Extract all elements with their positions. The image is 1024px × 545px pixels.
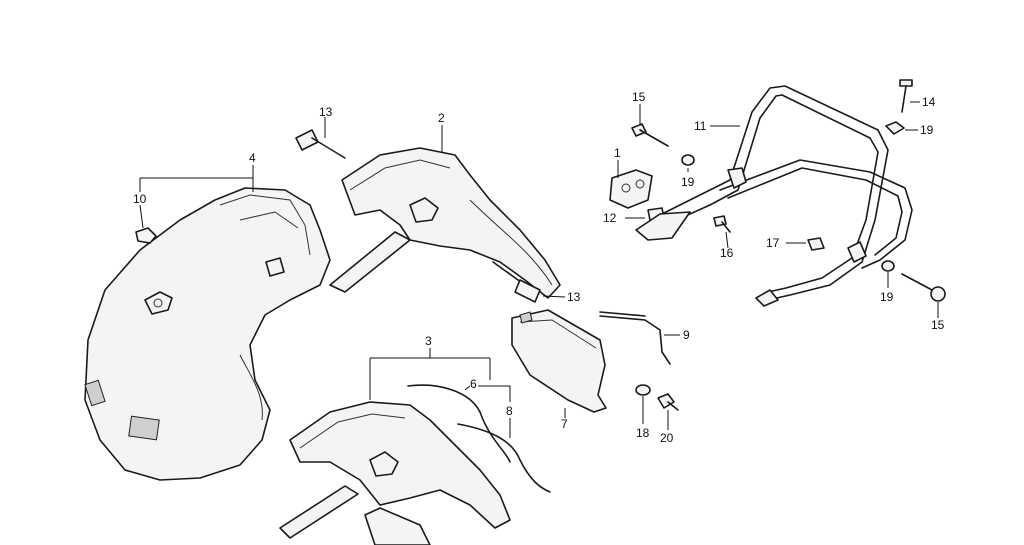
callout-4: 4: [249, 151, 256, 165]
bolt-part-16: [713, 215, 731, 233]
fender-section-part-2: [329, 147, 561, 299]
callout-15-upper: 15: [632, 90, 646, 104]
callout-6: 6: [470, 377, 477, 391]
rear-fender-part-4: [84, 187, 331, 481]
bolt-part-15-upper: [631, 123, 669, 147]
bolt-part-20: [657, 393, 679, 411]
callout-9: 9: [683, 328, 690, 342]
callout-16: 16: [720, 246, 734, 260]
leader-lines: [139, 101, 939, 438]
callout-1: 1: [614, 146, 621, 160]
mud-flap-part-7: [511, 309, 607, 413]
callout-10: 10: [133, 192, 147, 206]
callout-3: 3: [425, 334, 432, 348]
bolt-part-13-upper: [295, 129, 346, 159]
callout-7: 7: [561, 417, 568, 431]
nut-part-17: [807, 237, 825, 251]
bracket-part-1: [609, 169, 653, 209]
callout-8: 8: [506, 404, 513, 418]
grab-rail-part-11: [635, 85, 913, 307]
bolt-part-15-lower: [901, 273, 946, 302]
callout-17: 17: [766, 236, 780, 250]
callout-11: 11: [694, 119, 707, 133]
callout-labels: 13 2 4 10 13 3 6 8 7 9 1 12 15 19 11 14 …: [133, 90, 945, 445]
callout-2: 2: [438, 111, 445, 125]
clip-part-10: [135, 227, 157, 244]
washer-part-19-b: [885, 121, 905, 135]
bolt-part-13-lower: [492, 261, 541, 303]
wire-part-8: [457, 423, 551, 493]
callout-15-lower: 15: [931, 318, 945, 332]
washer-part-19-a: [681, 154, 695, 166]
washer-part-18: [635, 384, 651, 396]
callout-19-left: 19: [681, 175, 695, 189]
callout-18: 18: [636, 426, 650, 440]
callout-19-upper-right: 19: [920, 123, 934, 137]
washer-part-19-c: [881, 260, 895, 272]
callout-19-lower-right: 19: [880, 290, 894, 304]
callout-13-upper: 13: [319, 105, 333, 119]
bolt-part-14: [899, 79, 913, 113]
callout-13-lower: 13: [567, 290, 581, 304]
callout-20: 20: [660, 431, 674, 445]
fender-section-part-3: [279, 401, 511, 545]
callout-12: 12: [603, 211, 617, 225]
wire-part-6: [407, 384, 511, 463]
rod-part-9: [599, 311, 671, 365]
callout-14: 14: [922, 95, 936, 109]
